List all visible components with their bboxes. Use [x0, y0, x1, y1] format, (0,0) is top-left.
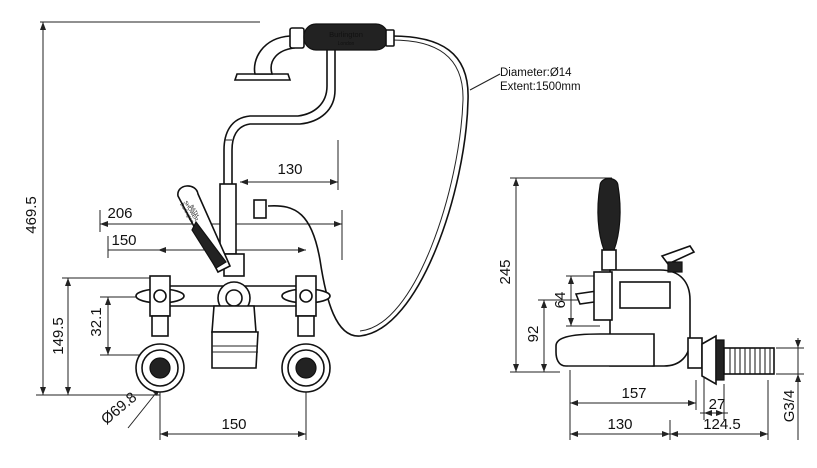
spout-reach-label: 130 — [607, 416, 632, 433]
hose-note-leader — [469, 73, 501, 91]
lever-height-dimension: 245 — [497, 177, 612, 373]
thread-length-dimension: 27 — [700, 378, 728, 420]
outer-width-dimension: 206 — [99, 205, 343, 260]
inner-width-label: 150 — [111, 232, 136, 249]
lever-height-label: 245 — [497, 259, 514, 284]
side-wall-fitting — [687, 334, 775, 386]
thread-size-label: G3/4 — [781, 390, 798, 423]
hose-extent-note: Extent:1500mm — [500, 81, 581, 93]
overall-height-label: 469.5 — [23, 196, 40, 234]
reach-dimensions: 130 124.5 — [570, 380, 769, 440]
handset-sub: London — [338, 41, 355, 47]
thread-length-label: 27 — [709, 396, 726, 413]
handset-offset-dimension: 130 — [240, 140, 339, 190]
projection-label: 157 — [621, 385, 646, 402]
side-view: 245 64 92 — [497, 177, 804, 440]
right-crosshead-handle — [281, 275, 331, 337]
front-view: 469.5 149.5 32.1 206 — [23, 21, 581, 440]
thread-size-dimension: G3/4 — [776, 338, 804, 440]
right-wall-flange — [281, 343, 331, 393]
handle-offset-dimension: 32.1 — [88, 296, 150, 356]
shower-handset: Burlington London — [223, 23, 395, 184]
overall-height-dimension: 469.5 — [23, 21, 260, 396]
lever-text-3: BATH — [188, 204, 200, 219]
riser-pipe — [219, 183, 267, 277]
hose-diameter-note: Diameter:Ø14 — [500, 67, 572, 79]
spout-height-label: 92 — [525, 326, 542, 343]
lower-height-dimension: 149.5 — [50, 277, 150, 395]
left-crosshead-handle — [135, 275, 185, 337]
centres-label: 150 — [221, 416, 246, 433]
handle-span-dimension: 64 — [552, 275, 600, 327]
outer-width-label: 206 — [107, 205, 132, 222]
inner-width-dimension: 150 — [107, 232, 306, 258]
handset-logo: Burlington — [329, 30, 363, 39]
handset-offset-label: 130 — [277, 161, 302, 178]
centres-dimension: 150 — [159, 380, 307, 440]
depth-label: 124.5 — [703, 416, 741, 433]
side-lever — [597, 177, 621, 271]
left-wall-flange — [135, 343, 185, 393]
shower-hose — [267, 35, 469, 337]
flange-diameter-dimension: Ø69.8 — [98, 387, 161, 429]
side-body — [555, 245, 696, 367]
lower-height-label: 149.5 — [50, 317, 67, 355]
projection-dimension: 157 — [569, 370, 697, 440]
handle-offset-label: 32.1 — [88, 307, 105, 336]
